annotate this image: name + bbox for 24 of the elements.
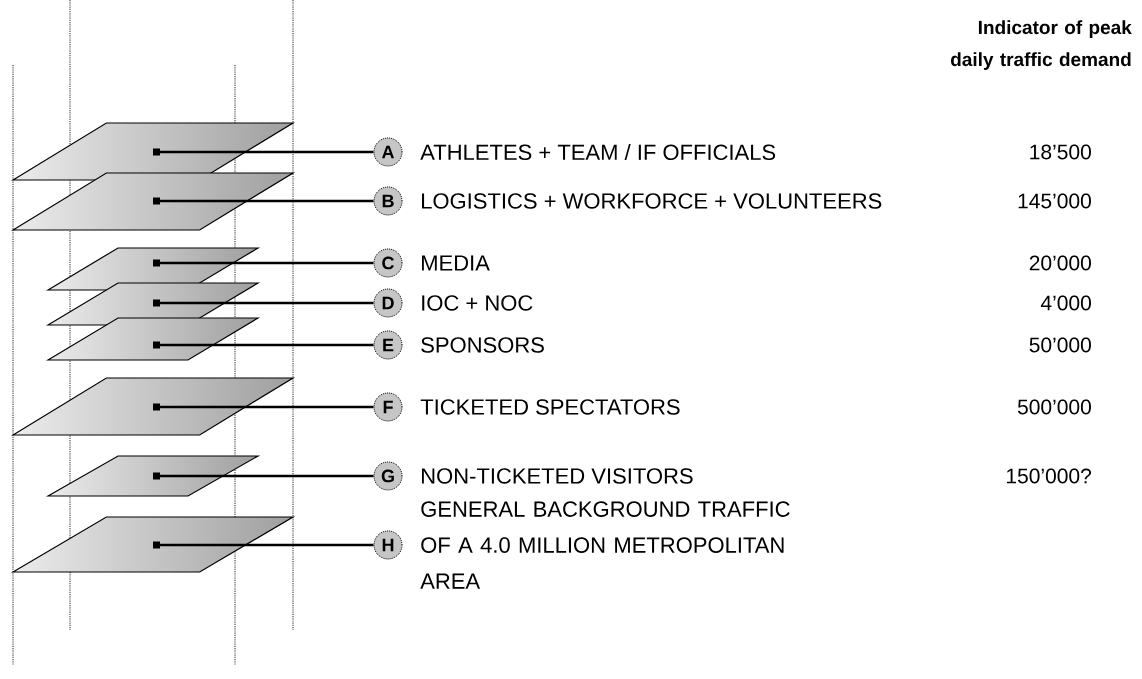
leader-line: [153, 197, 374, 205]
demand-value: 50’000: [1029, 337, 1091, 353]
category-label: MEDIA: [422, 255, 490, 271]
leader-line: [153, 148, 374, 156]
leader-line: [153, 403, 374, 411]
leader-line: [153, 259, 374, 267]
leader-line: [153, 299, 374, 307]
category-label: NON-TICKETED VISITORS: [422, 468, 693, 484]
category-label: SPONSORS: [421, 337, 544, 353]
demand-value: 500’000: [1017, 399, 1091, 415]
leader-line: [153, 541, 374, 549]
category-label: GENERAL BACKGROUND TRAFFIC OF A 4.0 MILLION METROPOLITAN AREA: [420, 501, 790, 589]
column-heading: Indicator of peak daily traffic demand: [951, 20, 1132, 70]
category-label: ATHLETES + TEAM / IF OFFICIALS: [420, 143, 776, 161]
leader-line: [153, 341, 374, 349]
category-label: TICKETED SPECTATORS: [420, 399, 680, 415]
demand-value: 20’000: [1029, 255, 1091, 271]
leader-line: [153, 472, 374, 480]
category-label: LOGISTICS + WORKFORCE + VOLUNTEERS: [422, 193, 882, 209]
demand-value: 145’000: [1018, 193, 1091, 209]
demand-value: 150’000?: [1007, 468, 1091, 484]
category-label: IOC + NOC: [422, 295, 533, 311]
demand-value: 18’500: [1030, 144, 1091, 160]
demand-value: 4’000: [1040, 295, 1091, 311]
